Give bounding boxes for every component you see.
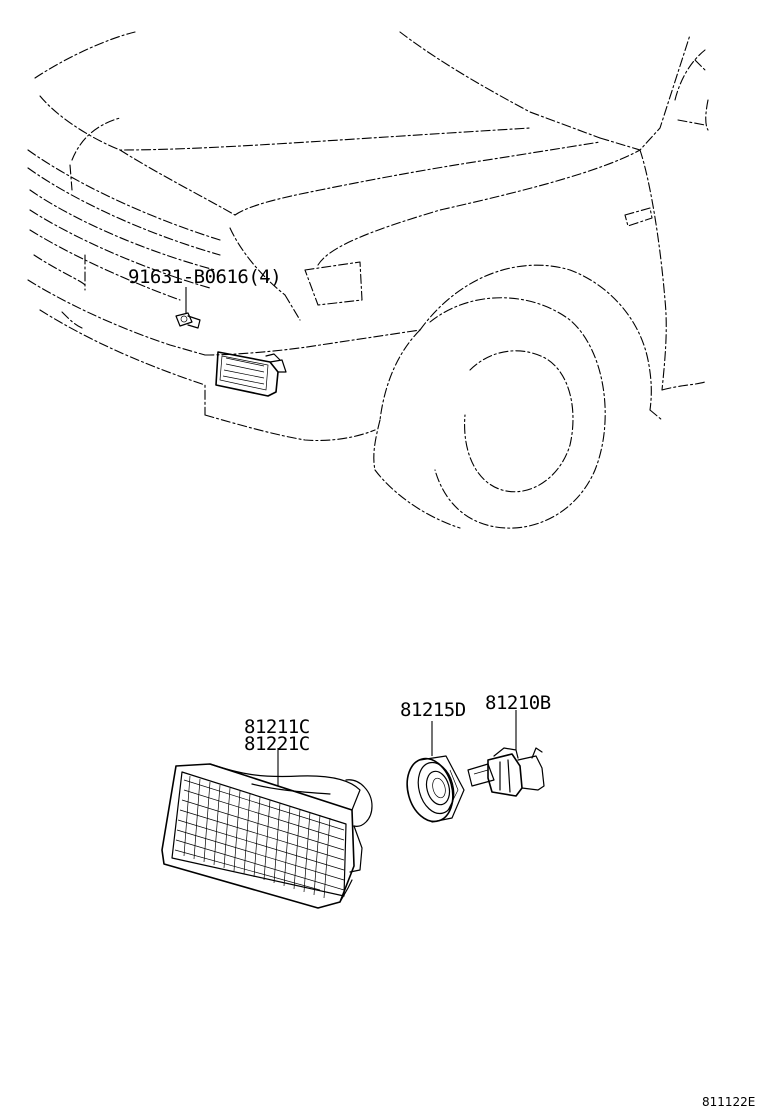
lens-part-number-1: 81211C (244, 716, 310, 738)
lens-part-number-2: 81221C (244, 733, 310, 755)
bolt-clip-icon (175, 312, 201, 329)
vehicle-front-outline (27, 31, 709, 529)
figure-reference-code: 811122E (702, 1095, 755, 1109)
fog-lamp-lens-assembly (161, 763, 373, 909)
fog-lamp-bulb-icon (467, 747, 545, 797)
socket-part-number: 81215D (400, 699, 466, 721)
bulb-part-number: 81210B (485, 692, 551, 714)
fog-lamp-installed (215, 351, 287, 397)
bulb-socket-ring-icon (406, 755, 465, 823)
bolt-part-number: 91631-B0616(4) (128, 266, 281, 288)
